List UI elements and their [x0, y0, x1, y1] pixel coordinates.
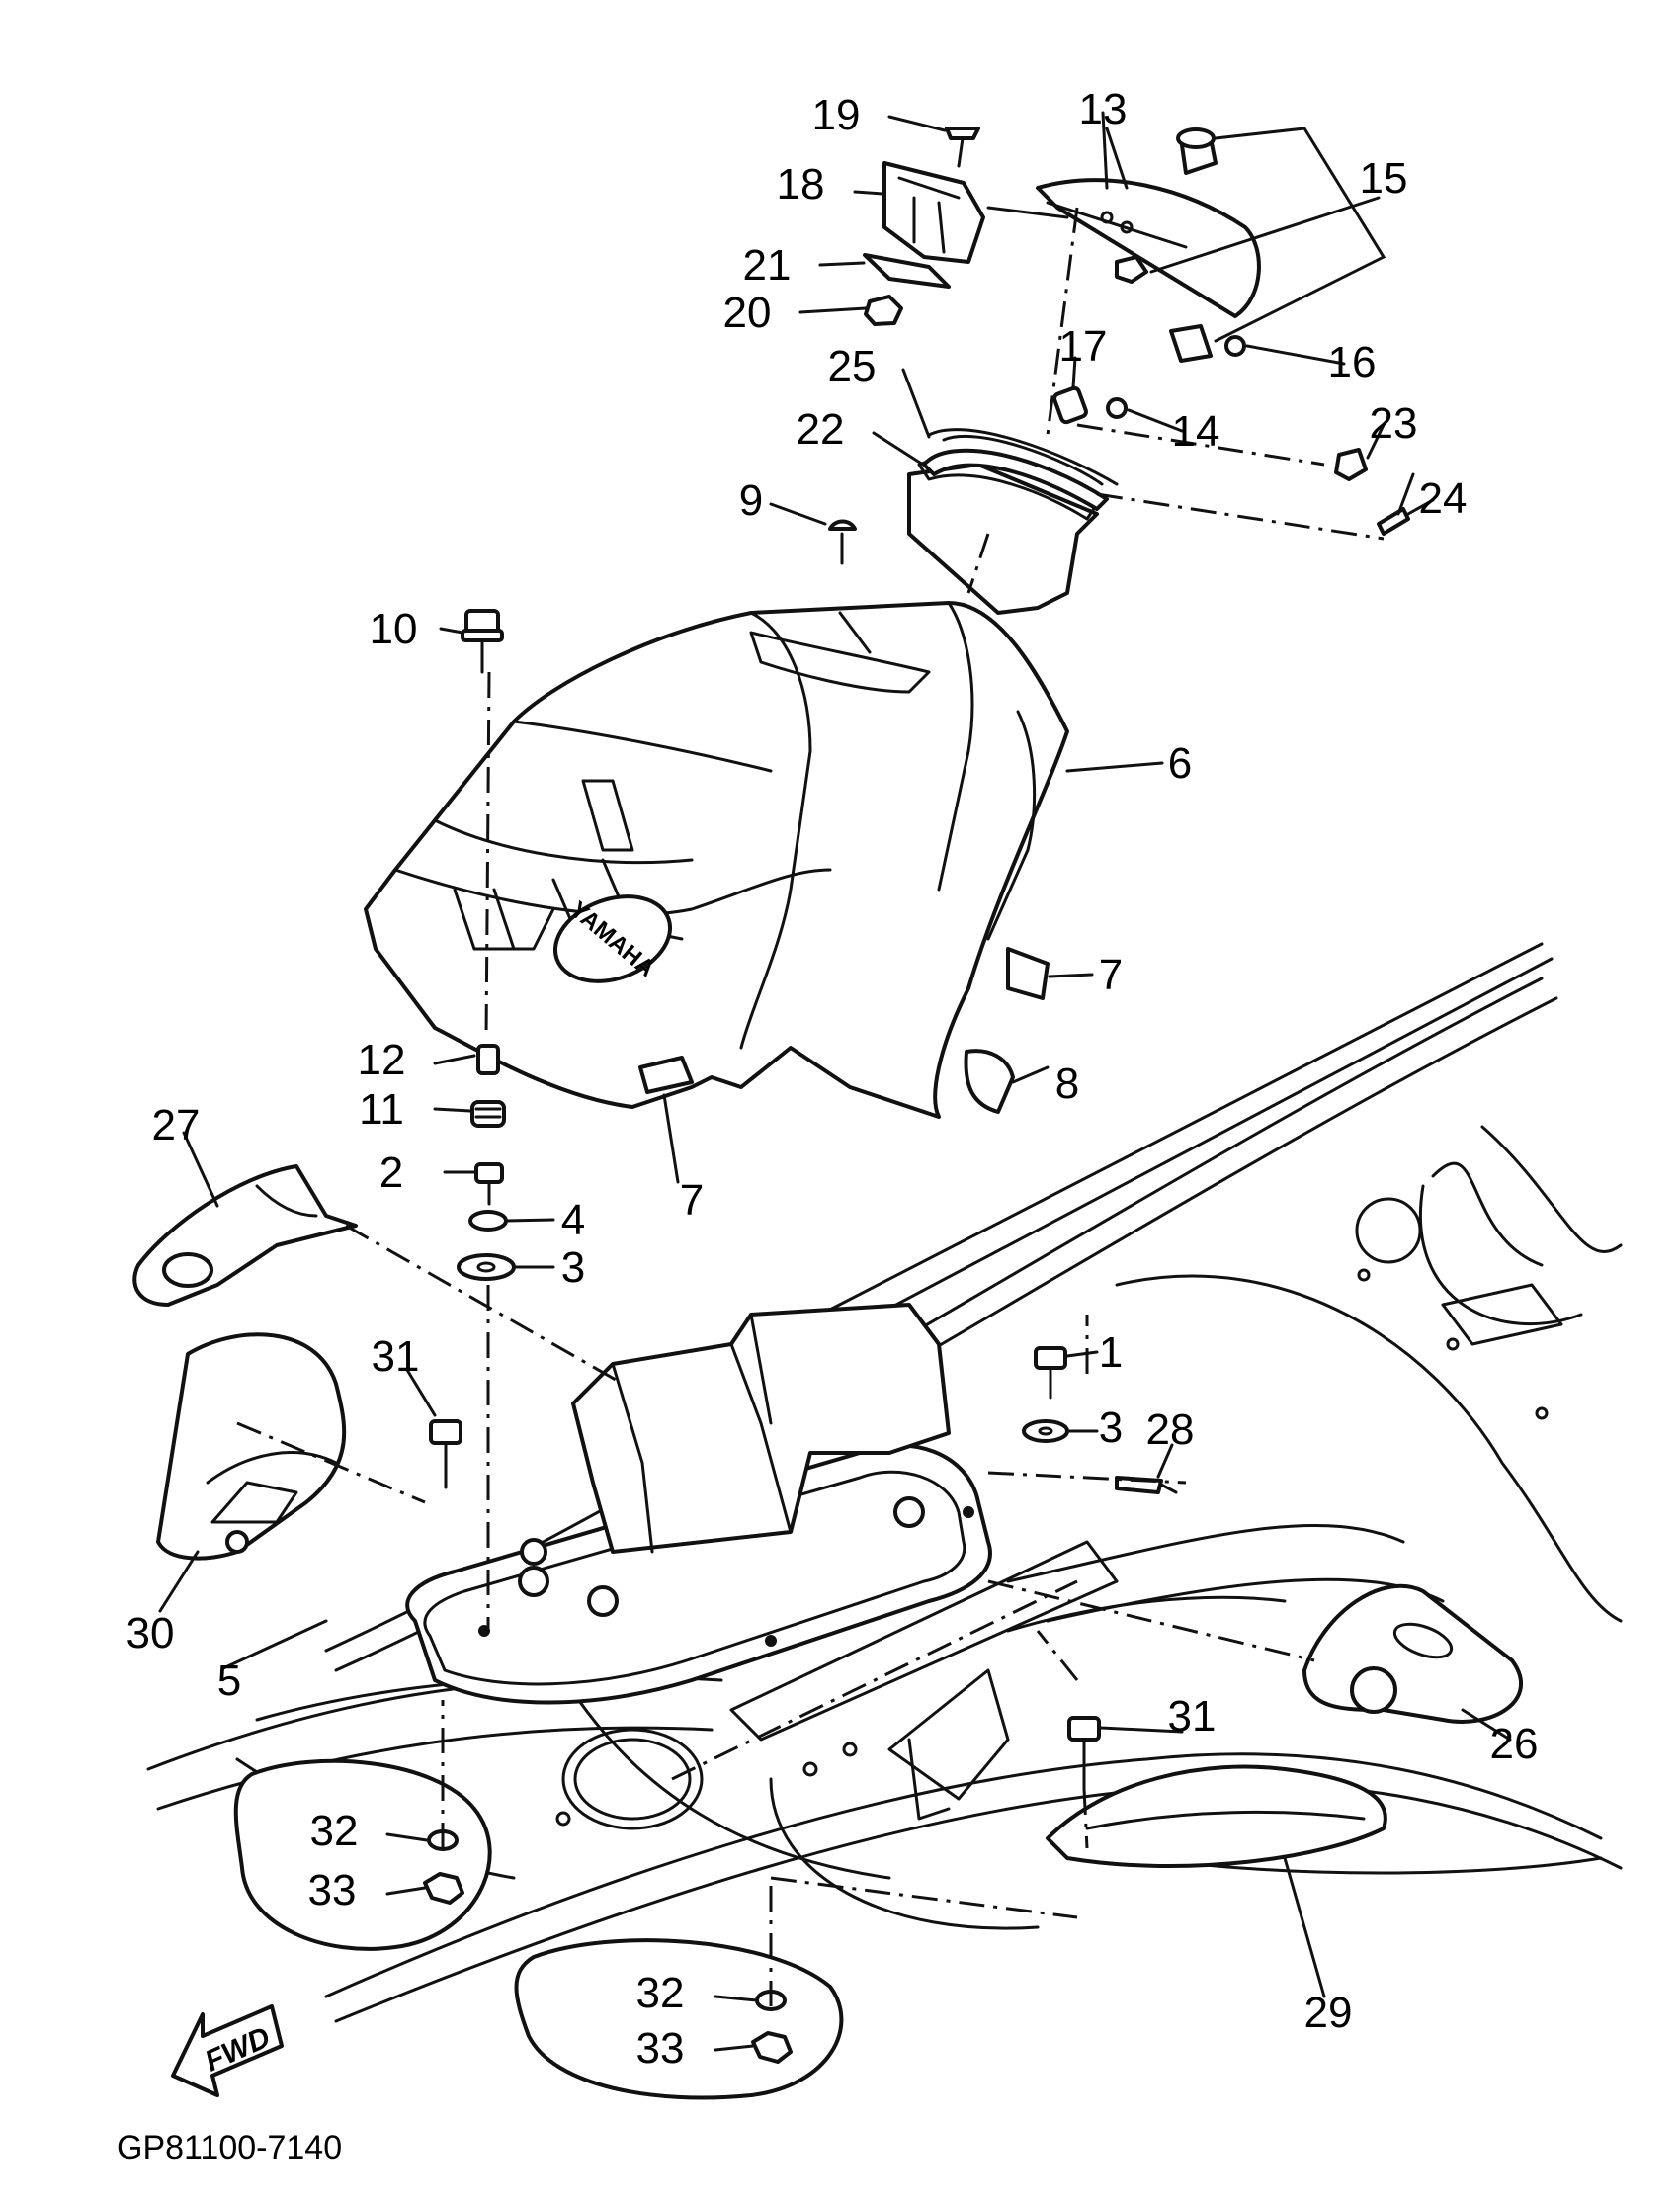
callout-7: 7: [1099, 951, 1123, 999]
callout-5: 5: [217, 1657, 241, 1705]
callout-28: 28: [1146, 1405, 1195, 1454]
callout-23: 23: [1370, 399, 1418, 448]
callout-11: 11: [359, 1085, 404, 1134]
callout-33: 33: [636, 2024, 685, 2073]
engine-hatch-opening: [405, 1303, 992, 1705]
callout-25: 25: [828, 342, 877, 390]
callout-21: 21: [743, 241, 792, 290]
callout-10: 10: [370, 605, 418, 653]
callout-6: 6: [1168, 739, 1192, 788]
side-panels: [132, 1164, 1523, 1869]
callout-15: 15: [1360, 154, 1408, 203]
callout-26: 26: [1490, 1720, 1539, 1768]
callout-20: 20: [723, 289, 772, 337]
callout-29: 29: [1304, 1989, 1353, 2037]
callout-14: 14: [1172, 407, 1220, 456]
callout-4: 4: [561, 1196, 585, 1244]
drawing-code: GP81100-7140: [117, 2129, 342, 2167]
callout-31: 31: [372, 1332, 420, 1381]
fwd-direction-arrow: FWD: [171, 2004, 284, 2097]
seat-cover: YAMAHA: [364, 601, 1069, 1119]
leader-lines: [158, 111, 1512, 2052]
small-parts-top: [461, 127, 1415, 674]
callout-17: 17: [1059, 322, 1108, 371]
callout-22: 22: [797, 405, 845, 454]
callout-3: 3: [1099, 1403, 1123, 1452]
small-parts-mid: [423, 947, 1178, 2064]
callout-27: 27: [152, 1101, 201, 1149]
callout-32: 32: [310, 1807, 359, 1855]
callout-9: 9: [739, 476, 763, 525]
callout-16: 16: [1328, 338, 1377, 386]
callout-19: 19: [812, 91, 861, 139]
callout-7: 7: [680, 1176, 704, 1225]
callout-1: 1: [1099, 1328, 1123, 1377]
callout-2: 2: [379, 1148, 403, 1197]
callout-32: 32: [636, 1969, 685, 2017]
callout-12: 12: [358, 1036, 406, 1084]
callout-3: 3: [561, 1243, 585, 1292]
hull-deck: [146, 942, 1623, 2100]
callout-30: 30: [126, 1609, 175, 1657]
callout-13: 13: [1079, 85, 1128, 133]
callout-8: 8: [1055, 1060, 1079, 1108]
callout-18: 18: [777, 160, 825, 209]
callout-24: 24: [1419, 474, 1468, 523]
callout-31: 31: [1168, 1692, 1217, 1741]
storage-bucket: [907, 428, 1119, 615]
callout-33: 33: [308, 1866, 357, 1914]
